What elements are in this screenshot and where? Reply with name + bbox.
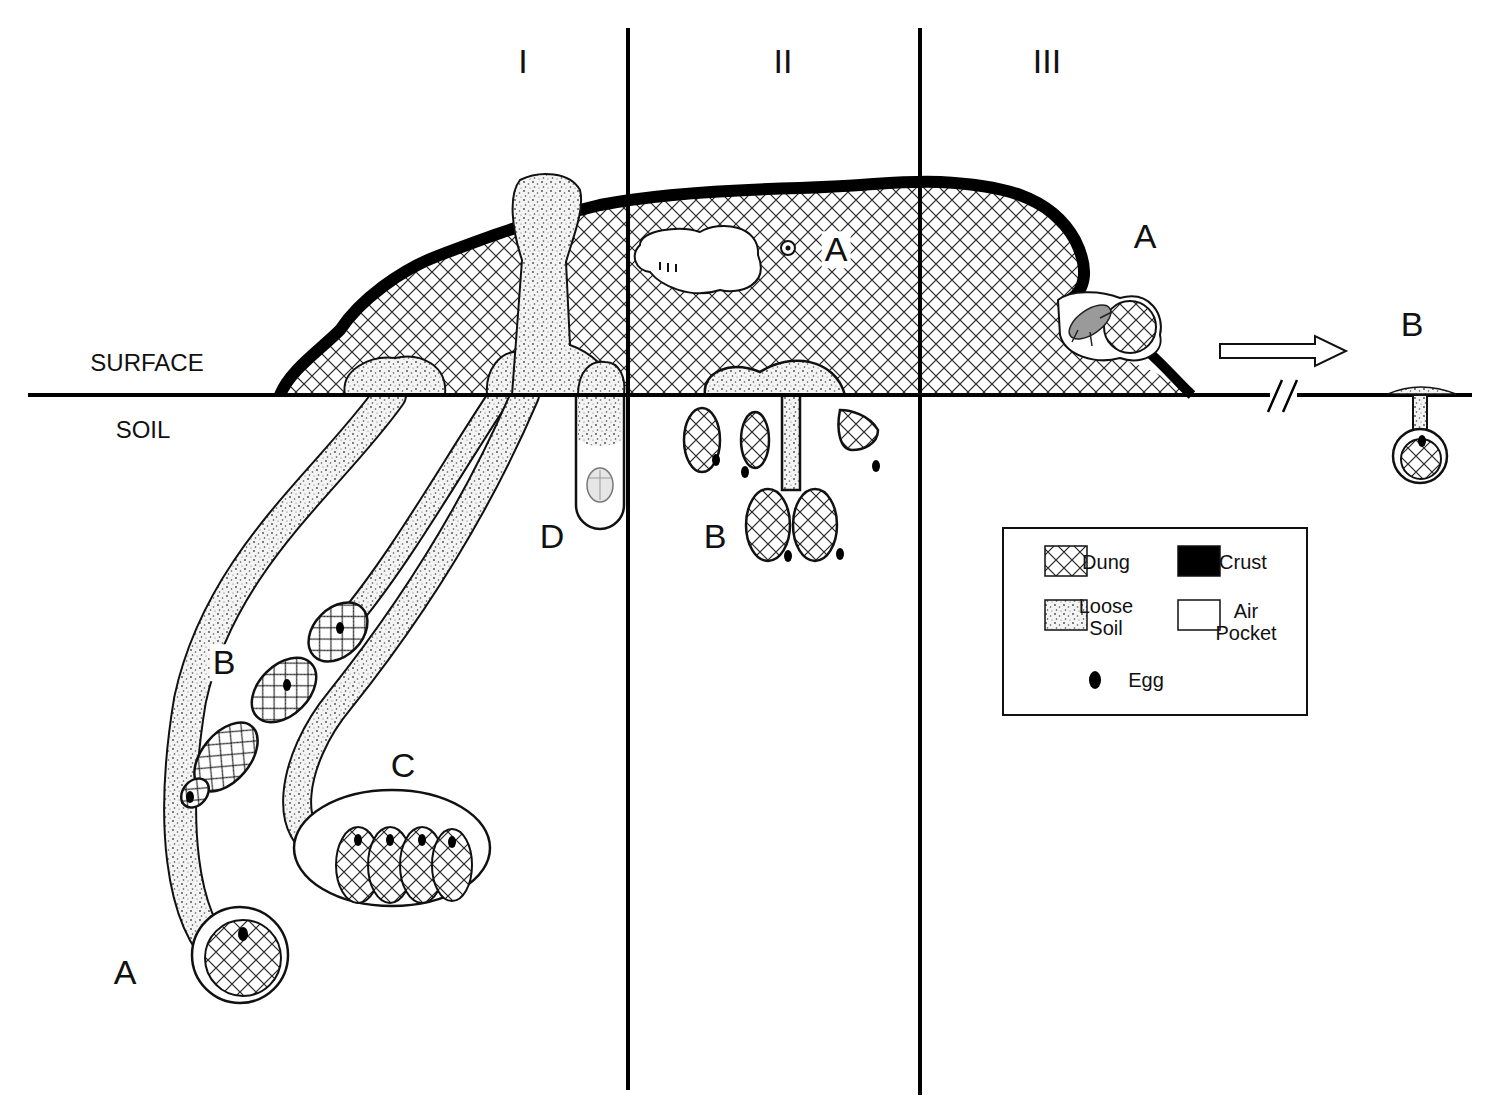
- legend-label: Crust: [1219, 551, 1267, 573]
- legend-swatch: [1178, 546, 1220, 576]
- roller-beetle: [1058, 292, 1161, 360]
- legend-swatch: [1178, 600, 1220, 630]
- section-numeral: II: [771, 43, 796, 80]
- pattern-swatch: [1045, 546, 1087, 576]
- tunnel: [180, 395, 525, 960]
- break-mark: [1268, 380, 1297, 412]
- nest-letter: B: [1398, 306, 1427, 343]
- nest-letter: A: [1131, 218, 1160, 255]
- egg: [712, 454, 880, 562]
- nest-letter: D: [537, 518, 568, 555]
- nest-letter: A: [822, 231, 851, 268]
- legend-swatch: [1089, 671, 1101, 689]
- nest-letter: A: [111, 954, 140, 991]
- section-numeral: I: [515, 43, 530, 80]
- brood-chamber: [294, 790, 490, 906]
- legend-label: Egg: [1128, 669, 1164, 691]
- soil-label: SOIL: [113, 417, 174, 443]
- brood-chain: [176, 591, 379, 813]
- color-swatch: [1178, 546, 1220, 576]
- legend-swatch: [1045, 546, 1087, 576]
- burrow: [576, 395, 624, 529]
- ground-line: [28, 393, 1270, 397]
- brood-ball: [1388, 387, 1456, 483]
- brood-ball: [192, 907, 288, 1003]
- dung-pat: [280, 182, 1192, 395]
- legend-label: Dung: [1082, 551, 1130, 573]
- section-divider: [626, 28, 630, 1090]
- brood-cells: [684, 361, 878, 561]
- nest-letter: C: [388, 747, 419, 784]
- nest-letter: B: [701, 518, 730, 555]
- egg-symbol: [1089, 671, 1101, 689]
- legend-label: Loose Soil: [1071, 595, 1141, 639]
- soil-heap: [344, 174, 624, 395]
- section-numeral: III: [1030, 43, 1064, 80]
- air-pocket: [635, 226, 795, 293]
- surface-label: SURFACE: [87, 350, 206, 376]
- color-swatch: [1178, 600, 1220, 630]
- legend-label: Air Pocket: [1211, 600, 1281, 644]
- crust: [280, 182, 1084, 395]
- nest-letter: B: [210, 644, 239, 681]
- legend-box: [1003, 528, 1307, 715]
- move-arrow: [1220, 336, 1346, 366]
- section-divider: [918, 28, 922, 1095]
